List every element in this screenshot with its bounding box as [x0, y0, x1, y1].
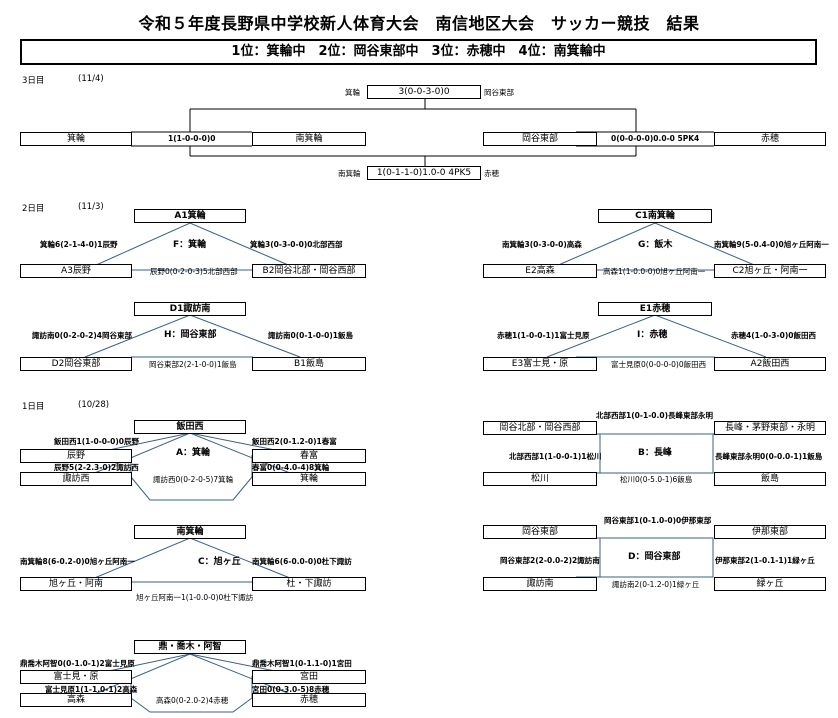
i-score-left: 赤穂1(1-0-0-1)1富士見原	[497, 331, 590, 340]
b-block-label: B：長峰	[638, 448, 672, 458]
f-block-label: F：箕輪	[173, 240, 207, 250]
semi2-team-a: 岡谷東部	[483, 132, 597, 146]
h-score-left: 諏訪南0(0-2-0-2)4岡谷東部	[32, 331, 133, 340]
h-score-bottom: 岡谷東部2(2-1-0-0)1飯島	[149, 360, 237, 369]
k-score-bottom-right: 宮田0(0-3.0-5)8赤穂	[252, 685, 330, 694]
i-score-bottom: 富士見原0(0-0-0-0)0飯田西	[611, 360, 707, 369]
d-team-bottom-right: 緑ヶ丘	[714, 577, 826, 591]
g-block-label: G：飯木	[638, 240, 673, 250]
k-right-team-1: 宮田	[252, 670, 366, 684]
third-score-box: 1(0-1-1-0)1.0-0 4PK5	[367, 166, 481, 180]
g-score-bottom: 高森1(1-0.0-0)0旭ヶ丘阿南一	[603, 267, 706, 276]
ranking-banner: 1位：箕輪中 2位：岡谷東部中 3位：赤穂中 4位：南箕輪中	[20, 39, 817, 65]
semi2-score: 0(0-0-0-0)0.0-0 5PK4	[611, 134, 700, 143]
h-left-team: D2岡谷東部	[20, 357, 132, 371]
d-score-left: 岡谷東部2(2-0.0-2)2諏訪南	[500, 556, 600, 565]
final-left-team: 箕輪	[345, 88, 360, 97]
d-score-right: 伊那東部2(1-0.1-1)1緑ヶ丘	[715, 556, 815, 565]
day1-date: (10/28)	[78, 400, 110, 410]
f-top-team: A1箕輪	[134, 209, 246, 223]
k-top-team: 鼎・喬木・阿智	[134, 640, 246, 654]
final-score-box: 3(0-0-3-0)0	[367, 85, 481, 99]
d-team-bottom-left: 諏訪南	[483, 577, 597, 591]
a-left-team-1: 辰野	[20, 449, 132, 463]
day3-label: 3日目	[22, 76, 45, 86]
a-right-team-1: 春富	[252, 449, 366, 463]
page-title: 令和５年度長野県中学校新人体育大会 南信地区大会 サッカー競技 結果	[138, 14, 700, 33]
k-score-top-left: 鼎喬木阿智0(0-1.0-1)2富士見原	[20, 659, 135, 668]
c-score-top-left: 南箕輪8(6-0.2-0)0旭ヶ丘阿南一	[20, 557, 135, 566]
d-team-top-right: 伊那東部	[714, 525, 826, 539]
k-right-team-2: 赤穂	[252, 693, 366, 707]
i-right-team: A2飯田西	[714, 357, 826, 371]
semi1-team-a: 箕輪	[20, 132, 132, 146]
a-top-team: 飯田西	[134, 420, 246, 434]
day1-label: 1日目	[22, 402, 45, 412]
d-score-top: 岡谷東部1(0-1.0-0)0伊那東部	[604, 516, 712, 525]
a-score-bottom-left: 辰野5(2-2.3-0)2諏訪西	[54, 463, 139, 472]
g-score-left: 南箕輪3(0-3-0-0)高森	[502, 240, 582, 249]
b-team-top-left: 岡谷北部・岡谷西部	[483, 421, 597, 435]
k-left-team-1: 富士見・原	[20, 670, 132, 684]
h-top-team: D1諏訪南	[134, 302, 246, 316]
i-block-label: I：赤穂	[637, 330, 668, 340]
c-score-top-right: 南箕輪6(6-0.0-0)0杜下諏訪	[252, 557, 352, 566]
day2-label: 2日目	[22, 204, 45, 214]
i-top-team: E1赤穂	[598, 302, 712, 316]
b-score-top: 北部西部1(0-1-0.0)長峰東部永明	[596, 411, 714, 420]
b-score-bottom: 松川0(0-5.0-1)6飯島	[620, 475, 693, 484]
a-left-team-2: 諏訪西	[20, 472, 132, 486]
d-team-top-left: 岡谷東部	[483, 525, 597, 539]
a-score-bottom: 諏訪西0(0-2-0-5)7箕輪	[153, 475, 234, 484]
d-score-bottom: 諏訪南2(0-1.2-0)1緑ヶ丘	[612, 580, 700, 589]
c-right-team: 杜・下諏訪	[252, 577, 366, 591]
i-left-team: E3富士見・原	[483, 357, 597, 371]
k-left-team-2: 高森	[20, 693, 132, 707]
final-right-team: 岡谷東部	[484, 88, 514, 97]
b-team-top-right: 長峰・茅野東部・永明	[714, 421, 826, 435]
a-block-label: A：箕輪	[176, 448, 210, 458]
d-block-label: D：岡谷東部	[628, 552, 681, 562]
f-left-team: A3辰野	[20, 264, 132, 278]
c-block-label: C：旭ヶ丘	[198, 557, 241, 567]
g-left-team: E2高森	[483, 264, 597, 278]
a-score-top-left: 飯田西1(1-0-0-0)0辰野	[54, 437, 140, 446]
f-score-left: 箕輪6(2-1-4-0)1辰野	[40, 240, 118, 249]
semi2-team-b: 赤穂	[714, 132, 826, 146]
k-score-bottom-left: 富士見原1(1-1.0-1)2高森	[45, 685, 138, 694]
a-score-bottom-right: 春富0(0-4.0-4)8箕輪	[252, 463, 330, 472]
k-score-bottom: 高森0(0-2.0-2)4赤穂	[156, 696, 229, 705]
f-right-team: B2岡谷北部・岡谷西部	[252, 264, 366, 278]
b-score-right: 長峰東部永明0(0-0.0-1)1飯島	[715, 452, 823, 461]
a-right-team-2: 箕輪	[252, 472, 366, 486]
b-team-bottom-left: 松川	[483, 472, 597, 486]
day2-date: (11/3)	[78, 202, 104, 212]
g-score-right: 南箕輪9(5-0.4-0)0旭ヶ丘阿南一	[714, 240, 829, 249]
c-top-team: 南箕輪	[134, 525, 246, 539]
semi1-score: 1(1-0-0-0)0	[168, 134, 216, 143]
h-block-label: H：岡谷東部	[164, 330, 217, 340]
k-score-top-right: 鼎喬木阿智1(0-1.1-0)1宮田	[252, 659, 352, 668]
c-left-team: 旭ヶ丘・阿南	[20, 577, 132, 591]
h-right-team: B1飯島	[252, 357, 366, 371]
third-right-team: 赤穂	[484, 169, 499, 178]
day3-date: (11/4)	[78, 74, 104, 84]
day3-bracket-lines	[131, 99, 714, 166]
third-left-team: 南箕輪	[338, 169, 361, 178]
g-right-team: C2旭ヶ丘・阿南一	[714, 264, 826, 278]
h-score-right: 諏訪南0(0-1-0-0)1飯島	[268, 331, 354, 340]
b-score-left: 北部西部1(1-0-0-1)1松川	[509, 452, 602, 461]
a-score-top-right: 飯田西2(0-1.2-0)1春富	[252, 437, 337, 446]
i-score-right: 赤穂4(1-0-3-0)0飯田西	[731, 331, 817, 340]
c-score-bottom: 旭ヶ丘阿南一1(1-0.0-0)0杜下諏訪	[136, 593, 254, 602]
f-score-right: 箕輪3(0-3-0-0)0北部西部	[250, 240, 343, 249]
semi1-team-b: 南箕輪	[252, 132, 366, 146]
g-top-team: C1南箕輪	[598, 209, 712, 223]
b-team-bottom-right: 飯島	[714, 472, 826, 486]
f-score-bottom: 辰野0(0-2-0-3)5北部西部	[150, 267, 238, 276]
